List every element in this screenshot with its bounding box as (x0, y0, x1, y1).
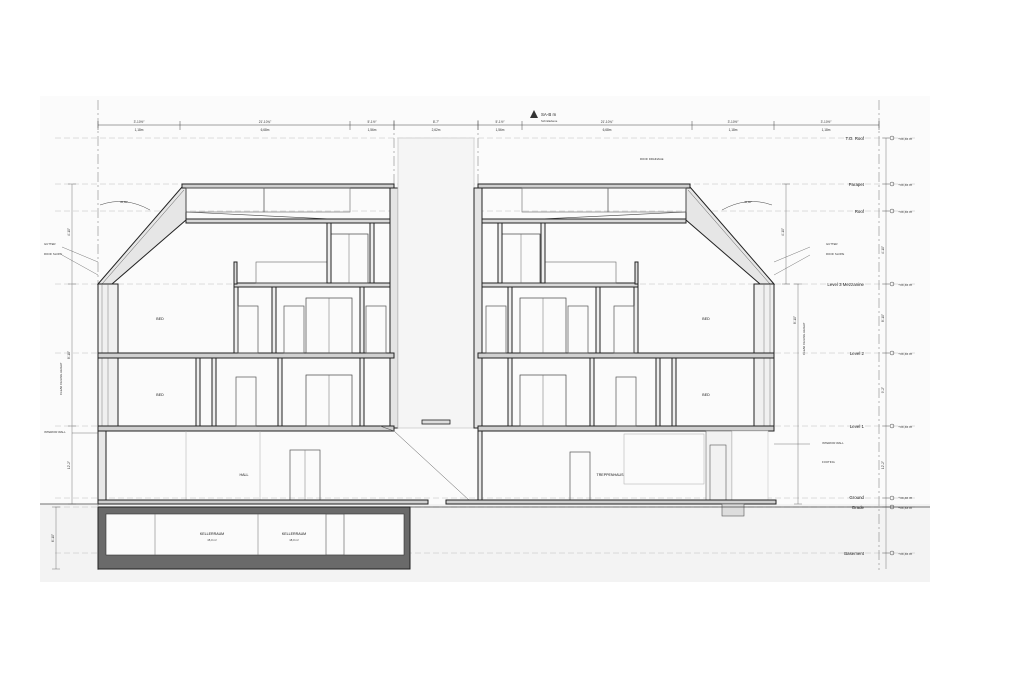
dim-label: 4'-10" (881, 246, 885, 254)
note: ROOF SLOPE (44, 252, 62, 256)
level-elevation: +xx,xx m (898, 283, 912, 287)
note: CLEAR CEILING HEIGHT (59, 362, 63, 395)
level-name: T.O. Roof (845, 136, 864, 141)
section-mark-sub: Schnittebene (541, 119, 558, 123)
room-label: BED (702, 393, 710, 397)
dim-label: 1,18m (822, 128, 831, 132)
dim-label: 2,62m (432, 128, 441, 132)
dim-label: 21'-10¾" (259, 120, 272, 124)
note: FOOTING (822, 460, 835, 464)
dim-label: 8'-10" (67, 351, 71, 359)
left-dimension-labels: 4'-10" 8'-10" 12'-2" 6'-10" (51, 228, 71, 542)
right-dimension-lines (782, 137, 890, 569)
dim-label: 1,18m (135, 128, 144, 132)
room-label: BED (156, 317, 164, 321)
level-name: Level 3 Mezzanine (827, 282, 864, 287)
dim-label: 21'-10¾" (601, 120, 614, 124)
left-building (96, 183, 471, 570)
dim-label: 4'-10" (781, 228, 785, 236)
dim-label: 1,18m (729, 128, 738, 132)
room-label: KELLERRAUM (200, 532, 224, 536)
note: GUTTER (826, 242, 838, 246)
dim-label: 12'-2" (881, 461, 885, 469)
dim-label: 3'-10½" (134, 120, 145, 124)
dim-label: 9'-2" (881, 387, 885, 393)
dim-label: 1,56m (368, 128, 377, 132)
dim-label: 3'-10½" (821, 120, 832, 124)
dim-label: 12'-2" (67, 461, 71, 469)
room-area: 15,0 m² (207, 538, 217, 542)
right-building (445, 183, 777, 517)
level-elevation: +xx,xx m (898, 210, 912, 214)
room-label: KELLERRAUM (282, 532, 306, 536)
level-name: Roof (855, 209, 865, 214)
level-elevation: +xx,xx m (898, 425, 912, 429)
room-label: BED (702, 317, 710, 321)
section-mark-label: SA-B m (541, 112, 556, 117)
dim-label: 5'-1½" (495, 120, 504, 124)
note: GUTTER (44, 242, 56, 246)
level-name: Ground (849, 495, 864, 500)
dim-label: 8'-10" (881, 314, 885, 322)
dim-label: 1,56m (496, 128, 505, 132)
note: ROOF SLOPE (826, 252, 844, 256)
roof-angle-right: 45,00° (744, 200, 752, 204)
level-tags: T.O. Roof +xx,xx m Parapet +xx,xx m Roof… (827, 136, 912, 556)
note: INTERIOR WALL (44, 430, 66, 434)
level-name: Basement (844, 551, 865, 556)
room-area: 18,0 m² (289, 538, 299, 542)
section-marker: SA-B m Schnittebene (530, 110, 558, 123)
note: INTERIOR WALL (822, 441, 844, 445)
dim-label: 6'-10" (51, 534, 55, 542)
note: CLEAR CEILING HEIGHT (802, 322, 806, 355)
level-elevation: +xx,xx m (898, 496, 912, 500)
room-label: BED (156, 393, 164, 397)
level-elevation: +xx,xx m (898, 506, 912, 510)
level-markers (889, 135, 895, 556)
dim-label: 3'-10½" (728, 120, 739, 124)
annotation-notes: GUTTER ROOF SLOPE GUTTER ROOF SLOPE INTE… (44, 242, 844, 464)
dim-label: 6,68m (261, 128, 270, 132)
room-labels: BED BED BED BED HALL TREPPENHAUS KELLERR… (156, 317, 710, 542)
level-elevation: +xx,xx m (898, 137, 912, 141)
level-name: Level 2 (850, 351, 865, 356)
dim-label: 8'-7" (433, 120, 439, 124)
dim-label: 6,68m (603, 128, 612, 132)
level-elevation: +xx,xx m (898, 352, 912, 356)
dim-label: 8'-10" (793, 316, 797, 324)
level-elevation: +xx,xx m (898, 552, 912, 556)
dim-label: 4'-10" (67, 228, 71, 236)
top-dimension-line (97, 121, 880, 130)
right-dimension-labels: 4'-10" 8'-10" 4'-10" 8'-10" 9'-2" 12'-2" (781, 228, 885, 469)
roof-angle-left: 45,00° (120, 200, 128, 204)
top-dimension-labels: 3'-10½" 1,18m 21'-10¾" 6,68m 5'-1½" 1,56… (134, 120, 832, 132)
level-elevation: +xx,xx m (898, 183, 912, 187)
dim-label: 5'-1½" (367, 120, 376, 124)
roof-angle-arcs (99, 201, 773, 211)
center-core (397, 137, 475, 429)
level-name: Grade (852, 505, 865, 510)
level-name: Level 1 (850, 424, 865, 429)
room-label: HALL (240, 473, 249, 477)
left-dimension-lines (52, 183, 76, 570)
top-note: ROOF DRAINAGE (640, 157, 664, 161)
level-name: Parapet (849, 182, 865, 187)
room-label: TREPPENHAUS (597, 473, 625, 477)
